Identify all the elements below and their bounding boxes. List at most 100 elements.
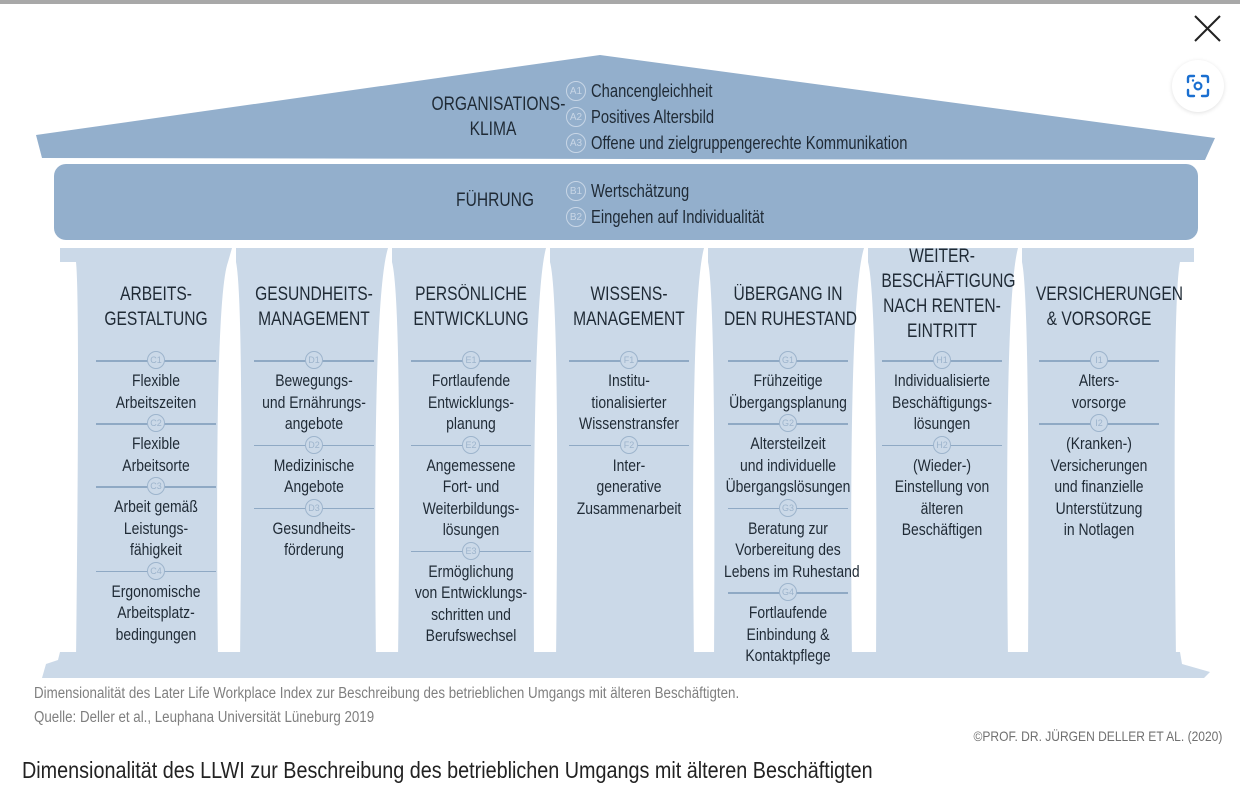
- pillar-item-line: (Kranken-): [1066, 434, 1132, 453]
- beam-items: B1 Wertschätzung B2 Eingehen auf Individ…: [566, 178, 866, 230]
- beam-item-text: Eingehen auf Individualität: [591, 206, 765, 227]
- item-separator: E3: [394, 541, 548, 561]
- pillar-item-line: Versicherungen: [1050, 455, 1148, 475]
- item-code-badge: A1: [566, 81, 586, 101]
- pillar-item-line: Vorbereitung des: [735, 540, 841, 559]
- pillar-item-line: Zusammenarbeit: [576, 498, 682, 518]
- item-separator: C1: [78, 350, 234, 370]
- item-code-badge: G3: [779, 498, 797, 517]
- pillar-item-line: Wissenstransfer: [579, 414, 679, 433]
- roof-label: ORGANISATIONS- KLIMA: [432, 92, 566, 142]
- item-separator: E2: [394, 435, 548, 455]
- pillar-title: WEITER- BESCHÄFTIGUNG NACH RENTEN- EINTRITT: [868, 246, 1016, 350]
- roof-item-text: Chancengleichheit: [591, 80, 713, 101]
- pillar-title-line: GESUNDHEITS-: [255, 284, 373, 305]
- item-code-badge: G2: [779, 414, 797, 432]
- item-code-badge: B1: [566, 181, 586, 201]
- pillar-item-line: bedingungen: [115, 624, 197, 644]
- pillar-item-line: Flexible: [131, 434, 181, 453]
- pillar-title-line: BESCHÄFTIGUNG: [881, 271, 1016, 292]
- pillar-item-line: förderung: [284, 540, 344, 559]
- pillar-item-line: Institu-: [608, 371, 650, 390]
- close-button[interactable]: [1186, 10, 1226, 50]
- caption-line: Dimensionalität des Later Life Workplace…: [34, 685, 740, 702]
- pillar-item-line: in Notlagen: [1063, 520, 1135, 539]
- previous-content-strip: [0, 0, 1240, 4]
- item-separator: F1: [552, 350, 706, 370]
- item-code-badge: C4: [147, 561, 165, 580]
- item-code-badge: C1: [147, 351, 165, 369]
- pillar-item-line: Angebote: [284, 477, 344, 496]
- pillar-item-line: von Entwicklungs-: [414, 583, 528, 602]
- pillar-item-line: Gesundheits-: [272, 518, 356, 538]
- item-code-badge: B2: [566, 207, 586, 227]
- image-caption: Dimensionalität des LLWI zur Beschreibun…: [22, 757, 873, 783]
- pillar-item-line: Entwicklungs-: [428, 392, 514, 412]
- pillar-item-line: Fortlaufende: [431, 371, 511, 390]
- pillar-item-line: Alters-: [1078, 371, 1120, 390]
- pillar-title-line: VERSICHERUNGEN: [1035, 284, 1184, 305]
- pillar-item-line: Arbeitsorte: [122, 455, 190, 475]
- roof-item-text: Offene und zielgruppengerechte Kommunika…: [591, 132, 908, 153]
- pillar-item-line: planung: [446, 414, 496, 433]
- item-separator: G4: [710, 582, 866, 602]
- pillar-title-line: NACH RENTEN-: [883, 296, 1001, 317]
- pillar-item-line: Weiterbildungs-: [422, 498, 520, 518]
- pillar-item-line: Beschäftigen: [901, 520, 983, 539]
- pillar-item-line: Beratung zur: [748, 518, 828, 538]
- pillar-item-text: Bewegungs-und Ernährungs-angebote: [238, 370, 390, 435]
- beam-item: B1 Wertschätzung: [566, 178, 866, 204]
- pillar-item-line: Kontaktpflege: [745, 646, 831, 665]
- beam-label: FÜHRUNG: [456, 190, 534, 211]
- item-separator: E1: [394, 350, 548, 370]
- pillar-item-line: Ergonomische: [111, 581, 201, 601]
- pillar-item-line: Berufswechsel: [425, 626, 517, 645]
- pillar-item-text: Gesundheits-förderung: [238, 518, 390, 561]
- item-code-badge: C2: [147, 414, 165, 432]
- item-separator: D1: [238, 350, 390, 370]
- pillar-shapes: [60, 248, 1194, 660]
- pillar-title-line: EINTRITT: [906, 321, 978, 342]
- item-separator: D2: [238, 435, 390, 455]
- roof-item: A3 Offene und zielgruppengerechte Kommun…: [566, 130, 986, 156]
- pillar-item-line: Einbindung &: [746, 624, 830, 644]
- item-separator: C4: [78, 561, 234, 581]
- roof-item: A1 Chancengleichheit: [566, 78, 986, 104]
- pillar-item-line: Arbeit gemäß: [114, 497, 198, 516]
- close-icon: [1194, 15, 1221, 42]
- visual-search-button[interactable]: [1172, 60, 1224, 112]
- item-code-badge: H2: [933, 435, 951, 454]
- item-separator: C3: [78, 476, 234, 496]
- pillar-title: WISSENS-MANAGEMENT: [552, 250, 706, 350]
- pillar-title: VERSICHERUNGEN& VORSORGE: [1022, 250, 1184, 350]
- pillar-title-line: WEITER-: [909, 246, 975, 267]
- roof-items: A1 Chancengleichheit A2 Positives Alters…: [566, 78, 986, 156]
- pillar-item-line: Medizinische: [273, 455, 355, 475]
- pillar-item-line: Fortlaufende: [748, 603, 828, 622]
- copyright-credit: ©PROF. DR. JÜRGEN DELLER ET AL. (2020): [973, 728, 1222, 744]
- pillar-title: GESUNDHEITS-MANAGEMENT: [238, 250, 390, 350]
- llwi-temple-diagram: ORGANISATIONS- KLIMA A1 Chancengleichhei…: [34, 55, 1215, 726]
- pillar-column: WEITER- BESCHÄFTIGUNG NACH RENTEN- EINTRITT…: [868, 246, 1016, 660]
